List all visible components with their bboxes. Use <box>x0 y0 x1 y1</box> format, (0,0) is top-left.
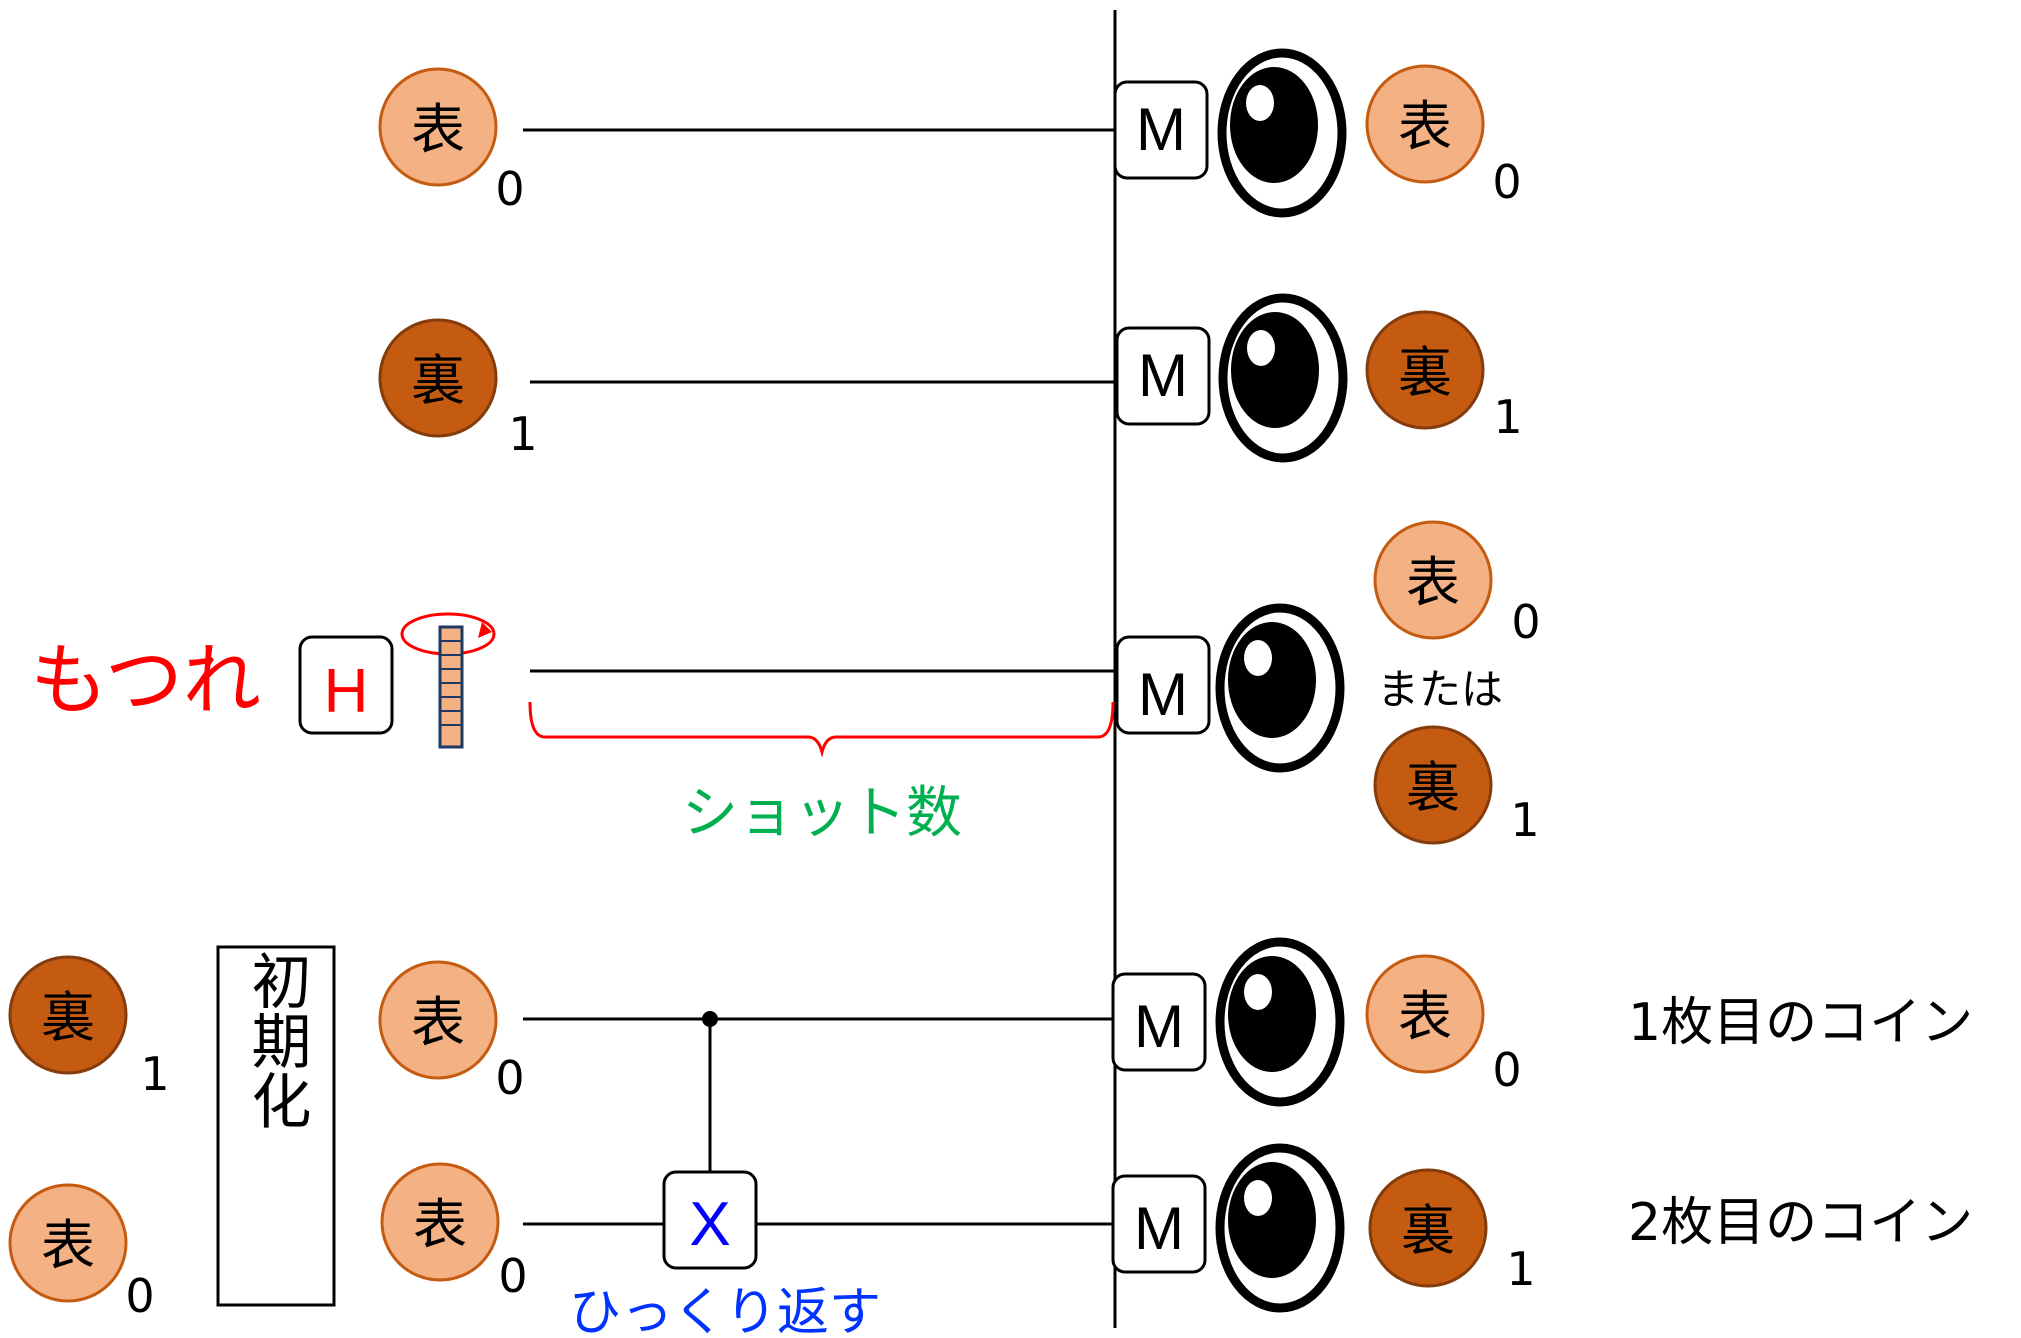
bit-label: 0 <box>1511 595 1540 649</box>
measure-gate[interactable] <box>1111 972 1207 1072</box>
measure-gate-label: M <box>1138 661 1188 728</box>
hadamard-gate-label: H <box>324 657 369 726</box>
measure-gate-label: M <box>1136 96 1186 163</box>
coin-front-label: 表 <box>1406 551 1460 614</box>
entangle-label: もつれ <box>30 636 261 726</box>
coin-back <box>1365 310 1485 430</box>
shots-brace <box>528 701 1115 758</box>
coin-front-label: 表 <box>1398 95 1452 158</box>
x-gate-label: X <box>689 1190 730 1259</box>
coin-back-label: 裏 <box>41 986 95 1049</box>
coin-front <box>8 1183 128 1303</box>
eye-icon <box>1220 1148 1340 1308</box>
bit-label: 1 <box>508 407 537 461</box>
x-gate[interactable] <box>662 1170 758 1270</box>
coin2-label: 2枚目のコイン <box>1628 1193 1973 1253</box>
bit-label: 0 <box>1492 1043 1521 1097</box>
row-3: もつれ H ショット数 M 表 0 または 裏 1 <box>30 520 1541 847</box>
coin-back-label: 裏 <box>1406 756 1460 819</box>
coin-front-label: 表 <box>1398 985 1452 1048</box>
bit-label: 0 <box>125 1269 154 1323</box>
bit-label: 0 <box>1492 155 1521 209</box>
coin-front-label: 表 <box>413 1193 467 1256</box>
coin-front <box>380 1162 500 1282</box>
bit-label: 0 <box>495 1051 524 1105</box>
coin1-label: 1枚目のコイン <box>1628 993 1973 1053</box>
coin-back-label: 裏 <box>411 349 465 412</box>
coin-back <box>1368 1168 1488 1288</box>
row-2: 裏 1 M 裏 1 <box>378 298 1523 461</box>
measure-gate[interactable] <box>1115 326 1211 426</box>
coin-back-label: 裏 <box>1398 341 1452 404</box>
coin-back <box>378 318 498 438</box>
coin-front <box>1365 954 1485 1074</box>
bit-label: 1 <box>1493 390 1522 444</box>
init-box <box>216 945 336 1307</box>
shots-label: ショット数 <box>682 781 962 846</box>
eye-icon <box>1220 942 1340 1102</box>
eye-icon <box>1220 608 1340 768</box>
init-label: 初期化 <box>241 950 311 1130</box>
or-label: または <box>1377 665 1503 714</box>
coin-front-label: 表 <box>41 1214 95 1277</box>
spinning-coin-icon <box>400 612 496 749</box>
bit-label: 1 <box>140 1047 169 1101</box>
bit-label: 0 <box>495 162 524 216</box>
measure-gate[interactable] <box>1115 635 1211 735</box>
bit-label: 1 <box>1506 1242 1535 1296</box>
bit-label: 0 <box>498 1249 527 1303</box>
measure-gate[interactable] <box>1111 1174 1207 1274</box>
eye-icon <box>1222 53 1342 213</box>
coin-front <box>378 67 498 187</box>
coin-back <box>8 955 128 1075</box>
hadamard-gate[interactable] <box>298 635 394 735</box>
bit-label: 1 <box>1510 793 1539 847</box>
eye-icon <box>1223 298 1343 458</box>
row-1: 表 0 M 表 0 <box>378 53 1522 216</box>
measure-gate-label: M <box>1134 993 1184 1060</box>
coin-front <box>1373 520 1493 640</box>
coin-front <box>1365 64 1485 184</box>
measure-gate-label: M <box>1138 342 1188 409</box>
measure-gate-label: M <box>1134 1195 1184 1262</box>
two-coin-section: 裏 1 表 0 初期化 表 0 M 表 0 1枚目のコイン 表 0 X ひっくり… <box>8 942 1973 1338</box>
flip-label: ひっくり返す <box>569 1283 881 1338</box>
coin-front-label: 表 <box>411 98 465 161</box>
coin-back <box>1373 725 1493 845</box>
measure-gate[interactable] <box>1113 80 1209 180</box>
coin-front-label: 表 <box>411 991 465 1054</box>
coin-back-label: 裏 <box>1401 1199 1455 1262</box>
coin-front <box>378 960 498 1080</box>
